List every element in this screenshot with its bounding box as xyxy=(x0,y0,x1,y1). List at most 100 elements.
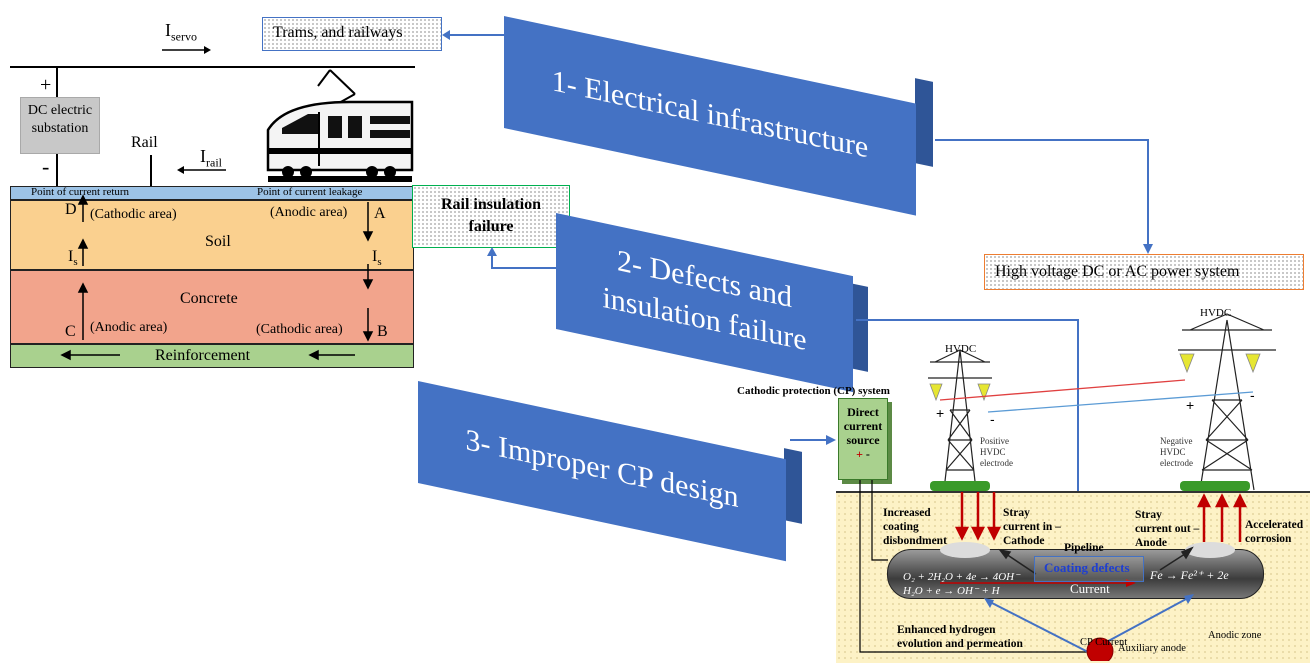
cp-current-label: CP Current xyxy=(1080,637,1128,648)
increased-line2: coating xyxy=(883,521,919,533)
enhanced-hydrogen-evolution: Enhanced hydrogen evolution and permeati… xyxy=(897,623,1023,651)
positive-electrode-line2: HVDC xyxy=(980,447,1006,457)
i-rail-main: I xyxy=(200,146,206,166)
stray-in-line3: Cathode xyxy=(1003,535,1045,547)
rail-insulation-line1: Rail insulation xyxy=(440,196,542,213)
minus-sign: - xyxy=(42,154,50,179)
cp-system-title: Cathodic protection (CP) system xyxy=(737,385,890,397)
soil-label: Soil xyxy=(205,233,231,250)
anodic-area-top: (Anodic area) xyxy=(270,205,348,220)
concrete-layer xyxy=(10,270,414,344)
stray-in-line2: current in – xyxy=(1003,521,1061,533)
increased-coating-disbondment: Increased coating disbondment xyxy=(883,506,947,548)
ground-current-arrows xyxy=(60,194,374,361)
rail-surface-layer: Point of current return Point of current… xyxy=(10,186,414,200)
equation-left-2: H₂O + e → OH⁻ + H xyxy=(903,585,1000,597)
defect-left xyxy=(940,542,990,558)
stray-current-out-anode: Stray current out – Anode xyxy=(1135,508,1199,550)
high-voltage-text: High voltage DC or AC power system xyxy=(995,263,1240,280)
point-of-current-leakage: Point of current leakage xyxy=(257,186,363,198)
label-c: C xyxy=(65,323,76,340)
dc-plus: + xyxy=(856,447,863,461)
dc-source-line1: Direct xyxy=(847,405,879,419)
accelerated-line2: corrosion xyxy=(1245,533,1292,545)
anodic-zone-label: Anodic zone xyxy=(1208,630,1262,641)
auxiliary-anode-label: Auxiliary anode xyxy=(1118,643,1186,654)
label-d: D xyxy=(65,201,77,218)
dc-source-line2: current xyxy=(843,419,883,433)
svg-text:-: - xyxy=(990,411,995,427)
minus-wire xyxy=(56,154,58,186)
is-left-label: Is xyxy=(68,248,78,268)
reinforcement-layer xyxy=(10,344,414,368)
coating-defects-label: Coating defects xyxy=(1044,560,1130,575)
train-illustration xyxy=(266,69,414,182)
enhanced-line2: evolution and permeation xyxy=(897,638,1023,650)
direct-current-source: Direct current source + - xyxy=(838,398,888,480)
hvdc-right-label: HVDC xyxy=(1200,307,1232,319)
accelerated-line1: Accelerated xyxy=(1245,519,1304,531)
label-a: A xyxy=(374,205,386,222)
hvdc-towers: + - + - xyxy=(928,313,1276,491)
cathodic-area-bottom: (Cathodic area) xyxy=(256,322,343,337)
increased-line3: disbondment xyxy=(883,535,947,547)
is-left-main: I xyxy=(68,248,74,265)
i-servo-sub: servo xyxy=(171,29,197,44)
trams-railways-box: Trams, and railways xyxy=(262,17,442,51)
concrete-label: Concrete xyxy=(180,290,238,307)
positive-electrode-line1: Positive xyxy=(980,436,1010,446)
i-rail-label: Irail xyxy=(200,146,222,171)
stray-out-line3: Anode xyxy=(1135,537,1167,549)
equation-left-1: O₂ + 2H₂O + 4e → 4OH⁻ xyxy=(903,571,1020,583)
negative-electrode-line1: Negative xyxy=(1160,436,1193,446)
negative-electrode-line3: electrode xyxy=(1160,458,1193,468)
pipeline-label: Pipeline xyxy=(1064,542,1104,554)
dc-source-line3: source xyxy=(846,433,880,447)
stray-out-line2: current out – xyxy=(1135,523,1200,535)
substation-line2: substation xyxy=(31,121,89,136)
i-servo-main: I xyxy=(165,20,171,40)
plus-wire xyxy=(56,68,58,97)
label-b: B xyxy=(377,323,388,340)
trams-railways-text: Trams, and railways xyxy=(273,24,403,41)
svg-text:+: + xyxy=(936,405,944,421)
coating-defects-box xyxy=(1034,556,1144,582)
high-voltage-box: High voltage DC or AC power system xyxy=(984,254,1304,290)
svg-text:+: + xyxy=(1186,397,1194,413)
reinforcement-label: Reinforcement xyxy=(155,347,251,364)
stray-in-line1: Stray xyxy=(1003,507,1030,519)
enhanced-line1: Enhanced hydrogen xyxy=(897,624,996,636)
positive-electrode-grass xyxy=(930,481,990,491)
plus-sign: + xyxy=(40,74,52,96)
equation-left: O₂ + 2H₂O + 4e → 4OH⁻ H₂O + e → OH⁻ + H xyxy=(903,570,1020,598)
negative-electrode-grass xyxy=(1180,481,1250,491)
negative-hvdc-electrode-label: Negative HVDC electrode xyxy=(1160,436,1193,469)
rail-insulation-failure-box: Rail insulation failure xyxy=(412,185,570,248)
hvdc-left-label: HVDC xyxy=(945,343,977,355)
svg-text:-: - xyxy=(1250,387,1255,403)
is-right-label: Is xyxy=(372,248,382,268)
soil-layer xyxy=(10,200,414,270)
is-left-sub: s xyxy=(73,256,78,269)
i-rail-sub: rail xyxy=(206,155,222,170)
anodic-area-bottom: (Anodic area) xyxy=(90,320,168,335)
dc-electric-substation: DC electric substation xyxy=(20,97,100,154)
dc-minus: - xyxy=(865,447,870,461)
accelerated-corrosion: Accelerated corrosion xyxy=(1245,518,1303,546)
equation-right: Fe → Fe²⁺ + 2e xyxy=(1150,568,1229,582)
is-right-sub: s xyxy=(377,256,382,269)
overhead-line xyxy=(10,66,415,68)
rail-label: Rail xyxy=(131,134,158,151)
positive-electrode-line3: electrode xyxy=(980,458,1013,468)
point-of-current-return: Point of current return xyxy=(31,186,130,198)
negative-electrode-line2: HVDC xyxy=(1160,447,1186,457)
cathodic-area-top: (Cathodic area) xyxy=(90,207,177,222)
defect-right xyxy=(1185,542,1235,558)
i-rail-arrow xyxy=(177,166,226,174)
stray-out-line1: Stray xyxy=(1135,509,1162,521)
stray-current-in-cathode: Stray current in – Cathode xyxy=(1003,506,1061,548)
increased-line1: Increased xyxy=(883,507,931,519)
rail-pointer xyxy=(150,155,152,186)
rail-insulation-line2: failure xyxy=(468,218,514,235)
i-servo-arrow xyxy=(162,46,211,54)
